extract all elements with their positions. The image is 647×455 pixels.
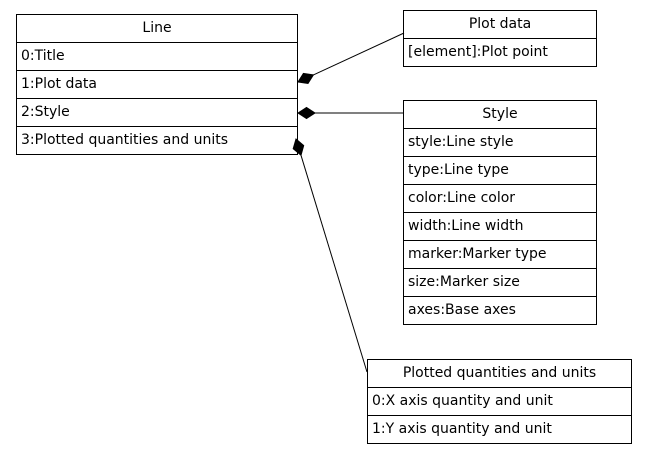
node-style-row-style: style:Line style — [404, 128, 596, 156]
node-style-row-marker: marker:Marker type — [404, 240, 596, 268]
node-line-title: Line — [142, 20, 172, 36]
node-plot-data-title: Plot data — [468, 16, 532, 32]
node-line-row-plot-data: 1:Plot data — [17, 70, 297, 98]
node-style-row-axes: axes:Base axes — [404, 296, 596, 324]
node-style-row-size: size:Marker size — [404, 268, 596, 296]
node-line-row-plotted-quantities: 3:Plotted quantities and units — [17, 126, 297, 154]
node-style-title: Style — [482, 106, 518, 122]
node-line-row-title: 0:Title — [17, 42, 297, 70]
node-plot-data-row-element: [element]:Plot point — [404, 38, 596, 66]
node-line: Line 0:Title 1:Plot data 2:Style 3:Plott… — [16, 14, 298, 155]
edge-line-to-plot-data — [313, 32, 405, 76]
node-style-row-type: type:Line type — [404, 156, 596, 184]
node-plotted-quantities: Plotted quantities and units 0:X axis qu… — [367, 359, 632, 444]
edge-line-to-plotted-quantities — [300, 155, 368, 373]
node-plotted-quantities-title: Plotted quantities and units — [402, 365, 597, 381]
node-plot-data: Plot data [element]:Plot point — [403, 10, 597, 67]
composition-diamond-icon — [297, 72, 315, 84]
node-style-row-width: width:Line width — [404, 212, 596, 240]
node-plotted-quantities-row-x: 0:X axis quantity and unit — [368, 387, 631, 415]
node-style-row-color: color:Line color — [404, 184, 596, 212]
node-line-row-style: 2:Style — [17, 98, 297, 126]
composition-diamond-icon — [297, 106, 316, 120]
node-style: Style style:Line style type:Line type co… — [403, 100, 597, 325]
node-plotted-quantities-row-y: 1:Y axis quantity and unit — [368, 415, 631, 443]
